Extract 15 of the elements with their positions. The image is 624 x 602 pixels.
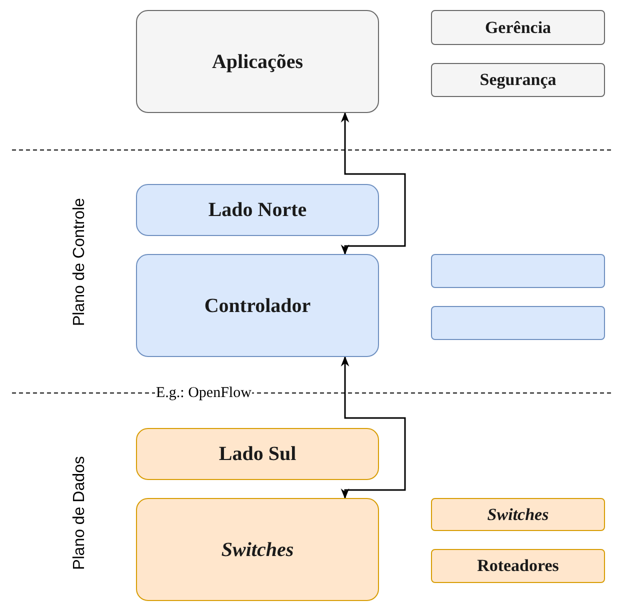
empty-box: [431, 306, 605, 340]
plane-label: Plano de Controle: [70, 198, 89, 326]
process-box: Lado Sul: [136, 428, 379, 480]
double-arrow: [340, 356, 406, 500]
process-box: Controlador: [136, 254, 379, 357]
plane-label: Plano de Dados: [70, 456, 89, 570]
process-box: Aplicações: [136, 10, 379, 113]
process-box: Roteadores: [431, 549, 605, 583]
process-box: Segurança: [431, 63, 605, 97]
empty-box: [431, 254, 605, 288]
process-box: Lado Norte: [136, 184, 379, 236]
process-box: Switches: [136, 498, 379, 601]
double-arrow: [340, 112, 406, 256]
process-box: Switches: [431, 498, 605, 531]
process-box: Gerência: [431, 10, 605, 45]
